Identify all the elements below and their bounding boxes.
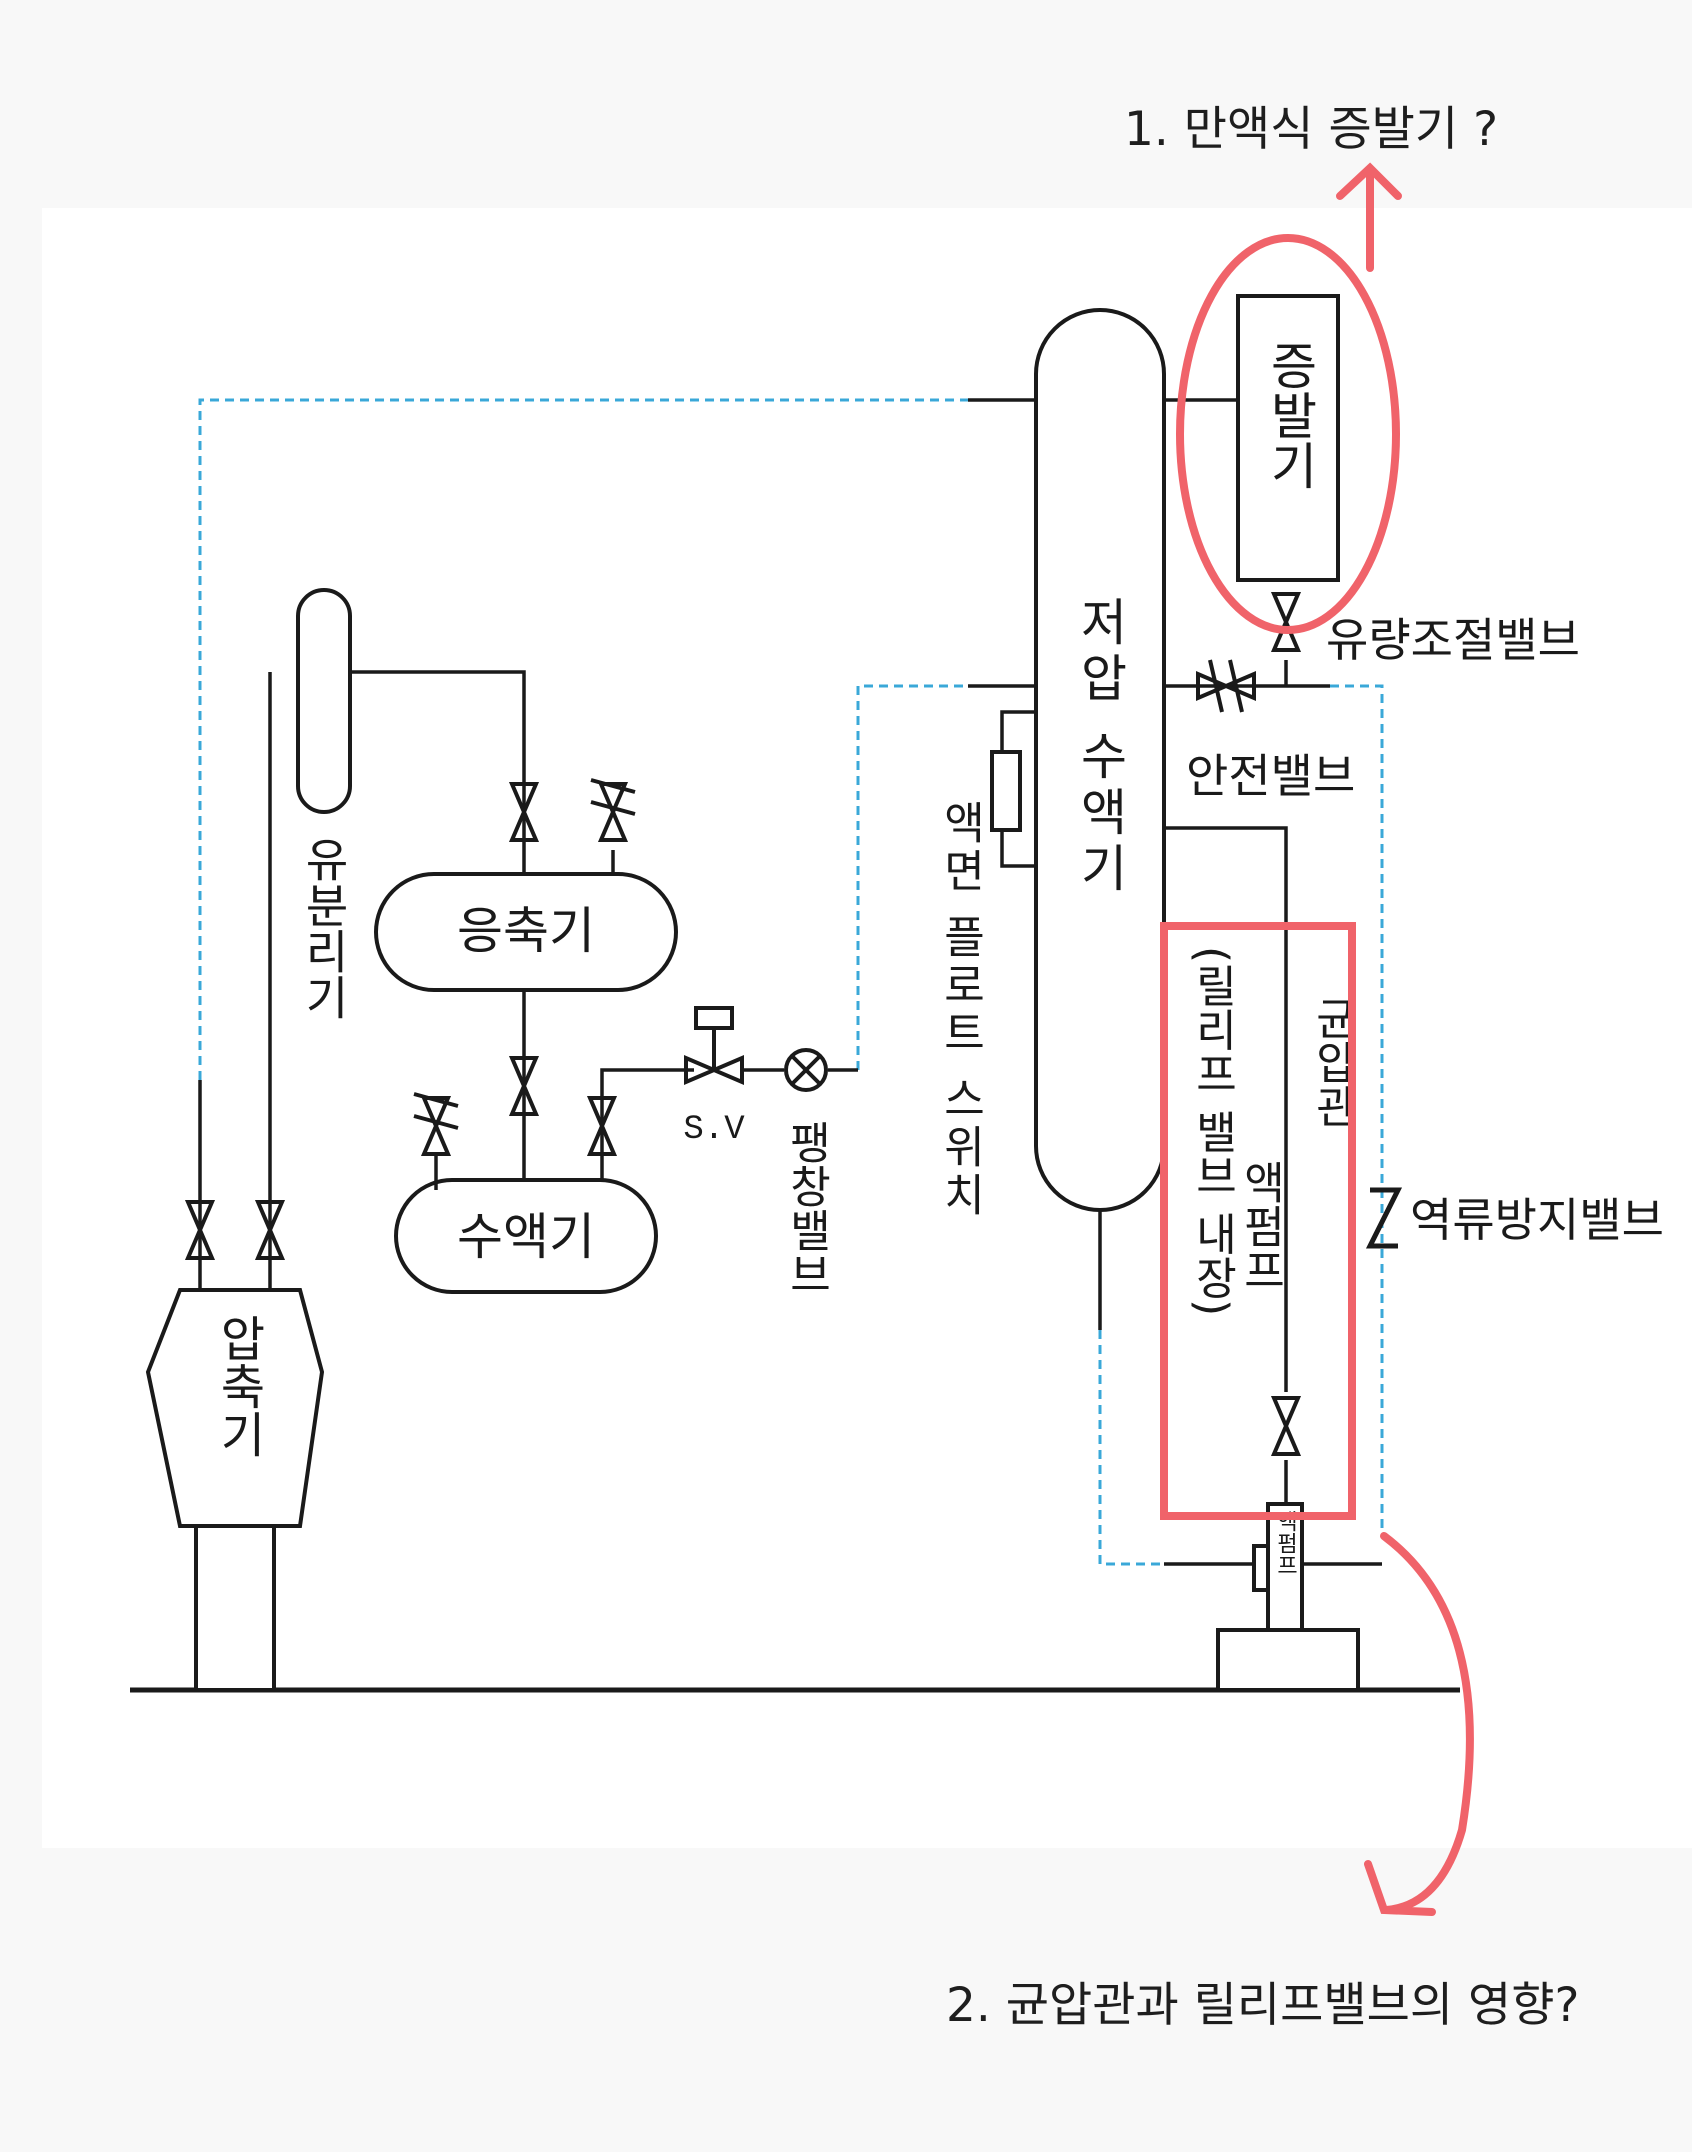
condenser-vessel	[374, 872, 678, 992]
condenser-safety-valve-icon	[590, 778, 636, 842]
low-pressure-receiver-label: 저압 수액기	[1071, 596, 1129, 898]
oil-separator-label: 유분리기	[297, 836, 351, 1020]
receiver-label: 수액기	[457, 1208, 595, 1266]
solenoid-valve-label: S.V	[683, 1111, 745, 1149]
liquid-pump-box-label: 액펌프	[1273, 1510, 1298, 1576]
evaporator-highlight-ellipse	[1176, 234, 1400, 634]
safety-valve-label: 안전밸브	[1186, 749, 1355, 803]
highlights	[1160, 162, 1474, 1916]
receiver-safety-valve-icon	[413, 1092, 459, 1156]
flow-control-valve-label: 유량조절밸브	[1326, 613, 1580, 667]
evaporator-label: 증발기	[1261, 340, 1319, 490]
evaporator-box	[1236, 294, 1340, 582]
valves	[186, 592, 1403, 1456]
check-valve-icon	[1365, 1187, 1403, 1249]
evaporator-arrow-head	[1336, 162, 1402, 200]
suction-dashed-line	[198, 398, 968, 1080]
liquid-pump-port	[1252, 1544, 1270, 1592]
receiver-to-sv-line	[600, 1068, 694, 1180]
flow-control-valve-icon	[1272, 592, 1300, 652]
pump-arrow	[1380, 1532, 1474, 1914]
liquid-pump-label: 액펌프	[1235, 1160, 1286, 1292]
expansion-valve-icon	[784, 1048, 828, 1092]
question-1: 1. 만액식 증발기 ?	[1124, 102, 1499, 157]
level-float-switch-label: 액면 플로트 스위치	[935, 800, 986, 1220]
oilsep-to-condenser-line	[348, 670, 526, 874]
expansion-valve-label: 팽창밸브	[781, 1120, 832, 1296]
liquid-pump-note-label: (릴리프 밸브 내장)	[1187, 946, 1238, 1316]
level-switch-float	[990, 750, 1022, 832]
compressor-label: 압축기	[210, 1314, 266, 1458]
return-dashed-line-right	[1330, 684, 1384, 1532]
pump-arrow-head	[1364, 1860, 1436, 1916]
low-pressure-receiver-vessel	[1034, 308, 1166, 1212]
condenser-label: 응축기	[457, 902, 595, 960]
dashed-pipes	[198, 398, 1384, 1566]
safety-valve-icon	[1196, 659, 1256, 713]
pump-inlet-valve-icon	[1272, 1396, 1300, 1456]
diagram-panel	[42, 208, 1692, 1848]
compressor-base	[194, 1524, 276, 1692]
liquid-down-line	[1164, 826, 1288, 1392]
receiver-vessel	[394, 1178, 658, 1294]
question-2: 2. 균압관과 릴리프밸브의 영향?	[946, 1978, 1580, 2033]
pump-highlight-box	[1160, 922, 1356, 1520]
compressor-body	[145, 1288, 325, 1528]
oil-separator-vessel	[296, 588, 352, 814]
check-valve-label: 역류방지밸브	[1410, 1193, 1664, 1247]
return-dashed-line-bottom	[1098, 1330, 1168, 1566]
pump-base	[1216, 1628, 1360, 1692]
solenoid-valve-icon	[684, 1006, 744, 1084]
